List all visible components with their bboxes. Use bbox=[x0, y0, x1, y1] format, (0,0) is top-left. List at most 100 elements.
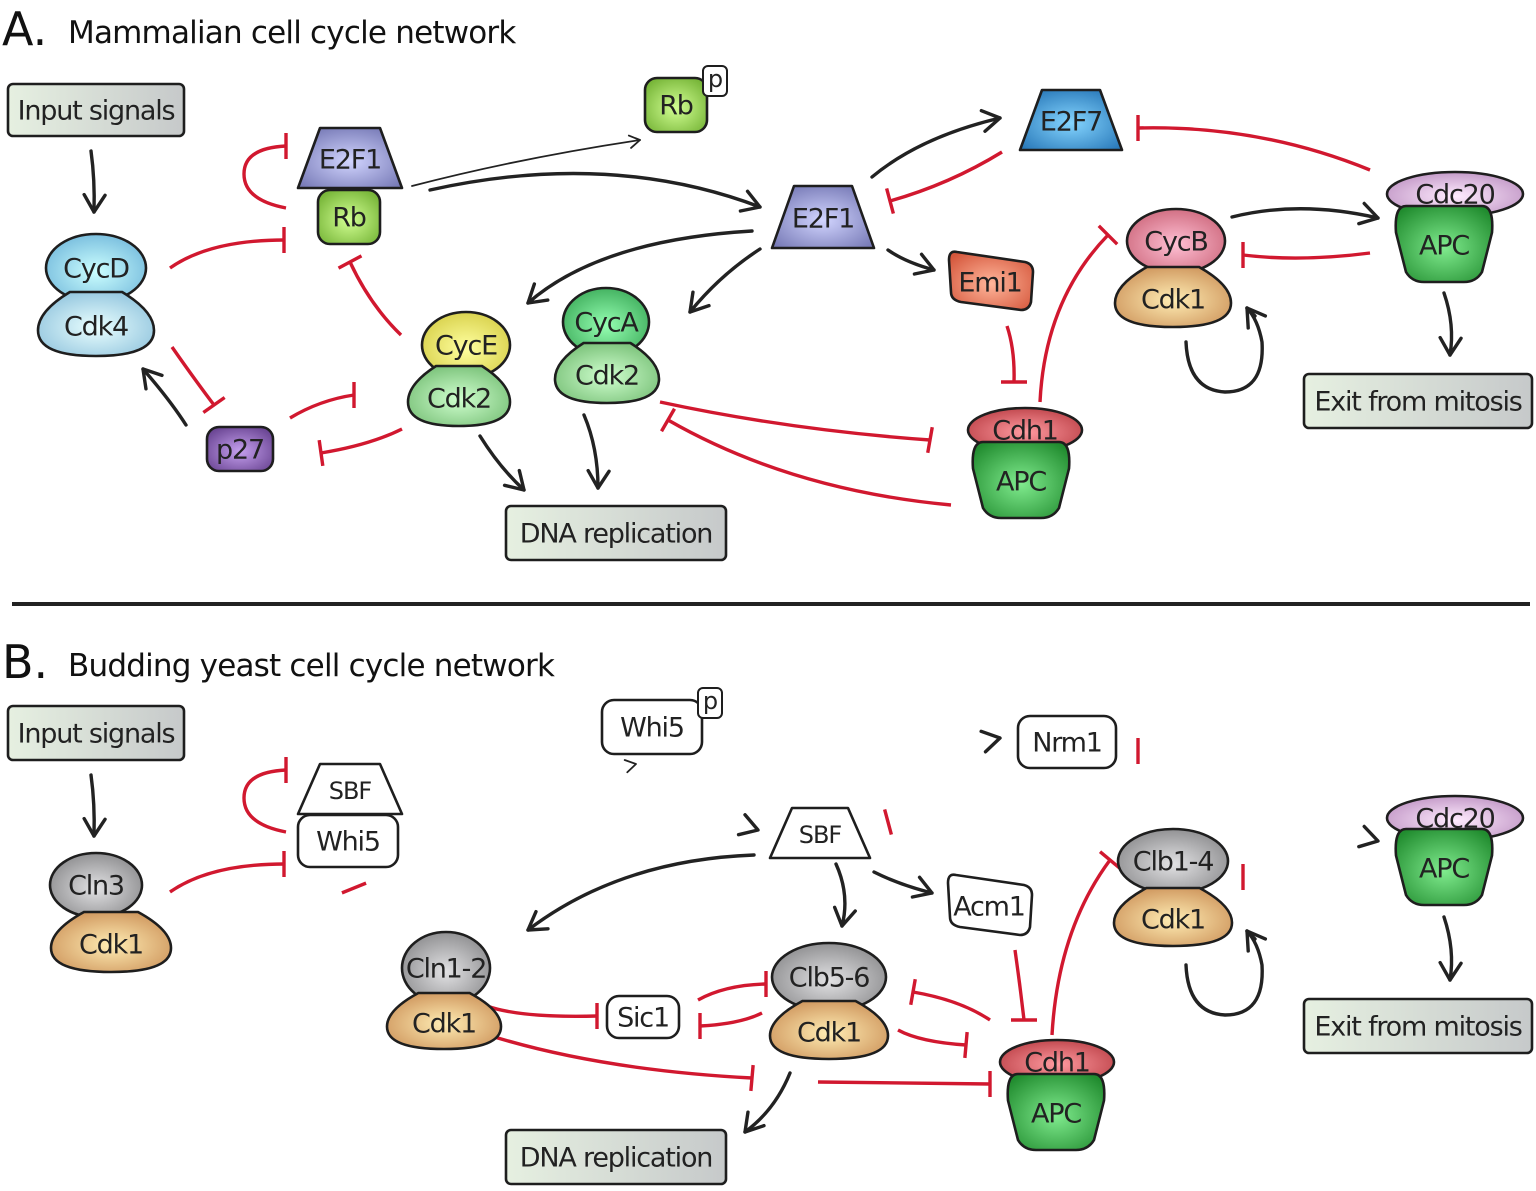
node-cyca: CycA bbox=[561, 286, 651, 358]
node-cycd: CycD bbox=[44, 232, 148, 304]
node-sbf: SBF bbox=[768, 806, 872, 860]
activation-edge bbox=[526, 853, 756, 932]
trapezoid-shape bbox=[768, 806, 872, 860]
node-label: Whi5 bbox=[316, 827, 380, 858]
inhibition-bar bbox=[1097, 224, 1119, 246]
node-label: Clb1-4 bbox=[1133, 847, 1213, 878]
node-emi1: Emi1 bbox=[947, 250, 1035, 312]
node-cycb: CycB bbox=[1125, 207, 1227, 275]
inhibition-edge bbox=[882, 809, 894, 835]
node-cyce: CycE bbox=[420, 310, 512, 380]
node-nrm1: Nrm1 bbox=[1016, 714, 1118, 770]
activation-edge bbox=[526, 229, 754, 305]
node-acm1: Acm1 bbox=[946, 873, 1034, 937]
trapezoid-shape bbox=[296, 126, 404, 190]
apc-shape bbox=[1006, 1072, 1106, 1152]
node-dnab: DNA replication bbox=[504, 1128, 728, 1186]
cdk-shape bbox=[553, 341, 661, 405]
inhibition-bar bbox=[749, 1064, 755, 1092]
node-apc2: APC bbox=[1394, 204, 1494, 284]
activation-edge bbox=[743, 1071, 792, 1134]
node-label: Cdk1 bbox=[412, 1009, 476, 1040]
node-label: Cdk1 bbox=[79, 930, 143, 961]
node-label: Cln3 bbox=[68, 871, 124, 902]
inhibition-edge bbox=[660, 407, 952, 507]
node-label: Cln1-2 bbox=[406, 954, 486, 985]
node-e2f1-rb-top: E2F1 bbox=[296, 126, 404, 190]
node-label: Cdk2 bbox=[575, 361, 639, 392]
panel-a-letter: A. bbox=[2, 2, 47, 56]
arrowhead bbox=[1245, 929, 1268, 953]
trapezoid-shape bbox=[1018, 88, 1124, 152]
inhibition-bar bbox=[882, 809, 894, 835]
inhibition-edge bbox=[317, 427, 403, 467]
activation-edge bbox=[411, 134, 641, 187]
arrowhead bbox=[1357, 824, 1380, 849]
node-label: E2F1 bbox=[319, 145, 381, 176]
node-label: p27 bbox=[216, 435, 264, 466]
inhibition-edge bbox=[1136, 738, 1140, 764]
node-label: SBF bbox=[799, 821, 842, 849]
activation-edge bbox=[623, 759, 637, 774]
activation-edge bbox=[872, 870, 934, 899]
node-label: E2F7 bbox=[1040, 107, 1102, 138]
inhibition-edge bbox=[1241, 864, 1245, 890]
self-loop-edge bbox=[1184, 929, 1264, 1017]
node-e2f7: E2F7 bbox=[1018, 88, 1124, 152]
phospho-label: p bbox=[703, 687, 717, 715]
node-cdka: Cdk2 bbox=[553, 341, 661, 405]
node-label: CycD bbox=[63, 254, 129, 285]
node-cdk1-14: Cdk1 bbox=[1112, 886, 1234, 948]
inhibition-edge bbox=[1241, 242, 1371, 268]
node-label: Input signals bbox=[18, 96, 175, 127]
node-cdk1-12: Cdk1 bbox=[385, 991, 503, 1051]
node-dnaa: DNA replication bbox=[504, 504, 728, 562]
phospho-tag bbox=[697, 687, 723, 719]
cdk-shape bbox=[406, 364, 512, 428]
activation-edge bbox=[1438, 291, 1463, 357]
rounded-shape bbox=[1016, 714, 1118, 770]
inhibition-edge bbox=[817, 1071, 992, 1097]
inhibition-edge bbox=[487, 1033, 755, 1092]
nodes-layer: Input signalsE2F1RbRbpE2F1E2F7CycDCdk4Cy… bbox=[6, 65, 1534, 1186]
inhibition-edge bbox=[909, 978, 991, 1022]
activation-edge bbox=[478, 434, 526, 492]
cdk-shape bbox=[1113, 265, 1233, 329]
activation-edge bbox=[141, 367, 188, 427]
node-label: Sic1 bbox=[617, 1003, 669, 1034]
arrowhead bbox=[526, 909, 550, 932]
node-label: APC bbox=[1419, 231, 1469, 262]
node-label: Emi1 bbox=[958, 268, 1021, 299]
node-label: Cdk2 bbox=[427, 384, 491, 415]
node-sic1: Sic1 bbox=[605, 994, 681, 1040]
inhibition-edge bbox=[1136, 115, 1371, 172]
process-box bbox=[1302, 372, 1534, 430]
cdk-shape bbox=[49, 910, 173, 974]
node-rbp: Rbp bbox=[643, 65, 728, 134]
arrowhead bbox=[82, 192, 107, 214]
inhibition-edge bbox=[1038, 224, 1119, 403]
process-box bbox=[6, 704, 186, 762]
trapezoid-shape bbox=[770, 184, 876, 250]
node-label: Cdk1 bbox=[797, 1018, 861, 1049]
inhibition-bar bbox=[926, 426, 934, 454]
node-label: Exit from mitosis bbox=[1314, 1012, 1521, 1043]
skewed-box-shape bbox=[946, 873, 1034, 937]
inhibition-edge bbox=[698, 1011, 763, 1039]
activation-edge bbox=[688, 247, 762, 314]
inhibition-edge bbox=[341, 881, 367, 895]
inhibition-bar bbox=[341, 881, 367, 895]
node-label: Cdk1 bbox=[1141, 285, 1205, 316]
node-label: CycA bbox=[574, 308, 639, 339]
cdk-shape bbox=[36, 290, 156, 358]
activation-edge bbox=[1230, 201, 1380, 226]
inhibition-edge bbox=[884, 150, 1003, 214]
panel-b-heading: B. Budding yeast cell cycle network bbox=[2, 635, 556, 689]
activation-edge bbox=[886, 248, 936, 276]
node-cdk1-56: Cdk1 bbox=[768, 999, 890, 1061]
inhibition-edge bbox=[337, 254, 403, 337]
phospho-label: p bbox=[708, 65, 722, 93]
node-cdk1b: Cdk1 bbox=[1113, 265, 1233, 329]
node-e2f1-rb-bot: Rb bbox=[316, 188, 382, 246]
arrowhead bbox=[623, 759, 637, 774]
